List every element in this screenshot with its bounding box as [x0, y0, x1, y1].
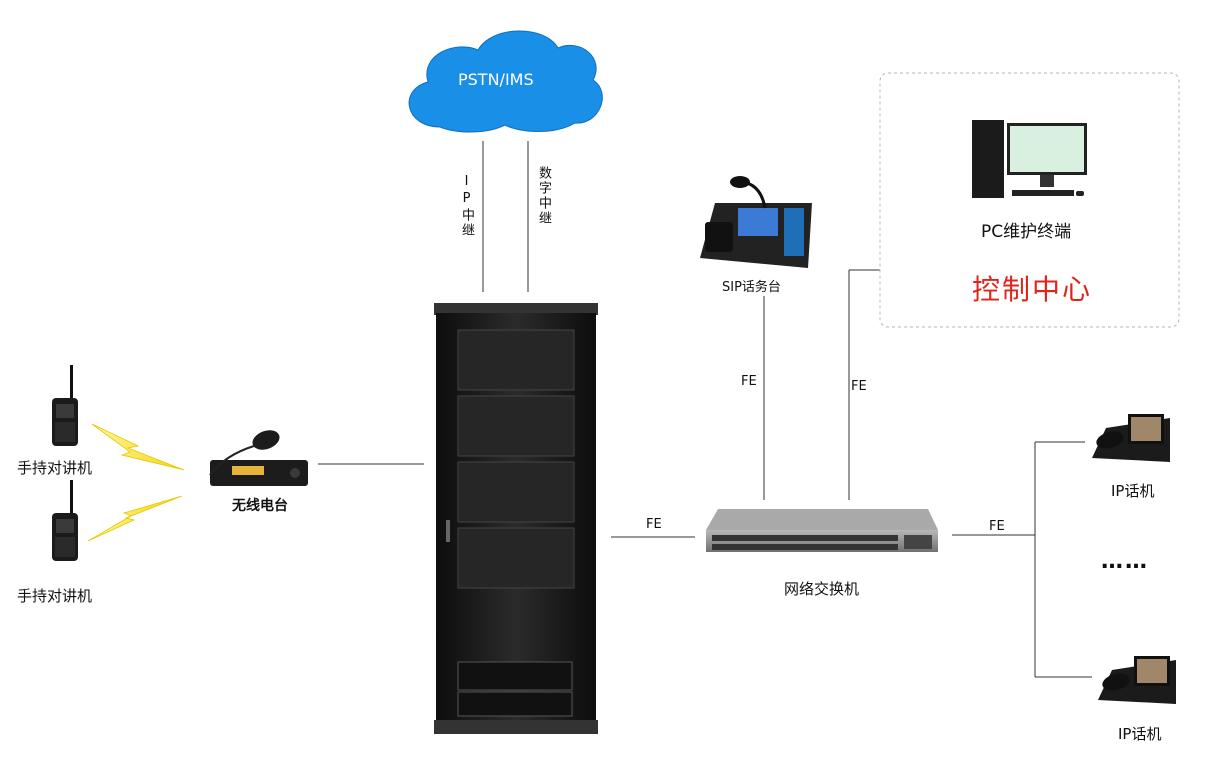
- digital-trunk-label: 数字中继: [534, 166, 551, 232]
- ip-trunk-text: IP中继: [459, 174, 474, 238]
- digital-trunk-text: 数字中继: [536, 166, 551, 226]
- fe-label-phones: FE: [989, 519, 1005, 534]
- ellipsis-label: ……: [1101, 549, 1149, 574]
- control-center-title: 控制中心: [972, 273, 1093, 306]
- pc-label: PC维护终端: [981, 222, 1072, 242]
- cloud-label: PSTN/IMS: [458, 70, 534, 89]
- pc-terminal-icon: [972, 120, 1087, 198]
- switch-label: 网络交换机: [784, 580, 860, 598]
- handheld-label-2: 手持对讲机: [17, 587, 93, 605]
- radio-label: 无线电台: [232, 498, 288, 514]
- fe-label-pc: FE: [851, 379, 867, 394]
- fe-label-cabinet: FE: [646, 517, 662, 532]
- ip-phone-label-2: IP话机: [1118, 725, 1162, 743]
- sip-console-label: SIP话务台: [722, 280, 781, 295]
- walkie-talkie-icon-1: [52, 365, 78, 446]
- ip-phone-icon-1: [1092, 414, 1170, 462]
- wireless-signal-icon-1: [91, 423, 185, 471]
- ip-phone-icon-2: [1098, 656, 1176, 704]
- cloud-icon: [408, 30, 603, 133]
- server-cabinet-icon: [434, 303, 598, 734]
- control-center-box: [879, 72, 1180, 328]
- handheld-label-1: 手持对讲机: [17, 459, 93, 477]
- walkie-talkie-icon-2: [52, 480, 78, 561]
- ip-phone-label-1: IP话机: [1111, 482, 1155, 500]
- sip-console-icon: [700, 176, 812, 268]
- connection-lines: [318, 141, 1092, 678]
- wireless-signal-icon-2: [87, 495, 183, 542]
- radio-station-icon: [209, 430, 308, 486]
- ip-trunk-label: IP中继: [457, 174, 474, 244]
- network-switch-icon: [706, 509, 938, 552]
- fe-label-sip: FE: [741, 374, 757, 389]
